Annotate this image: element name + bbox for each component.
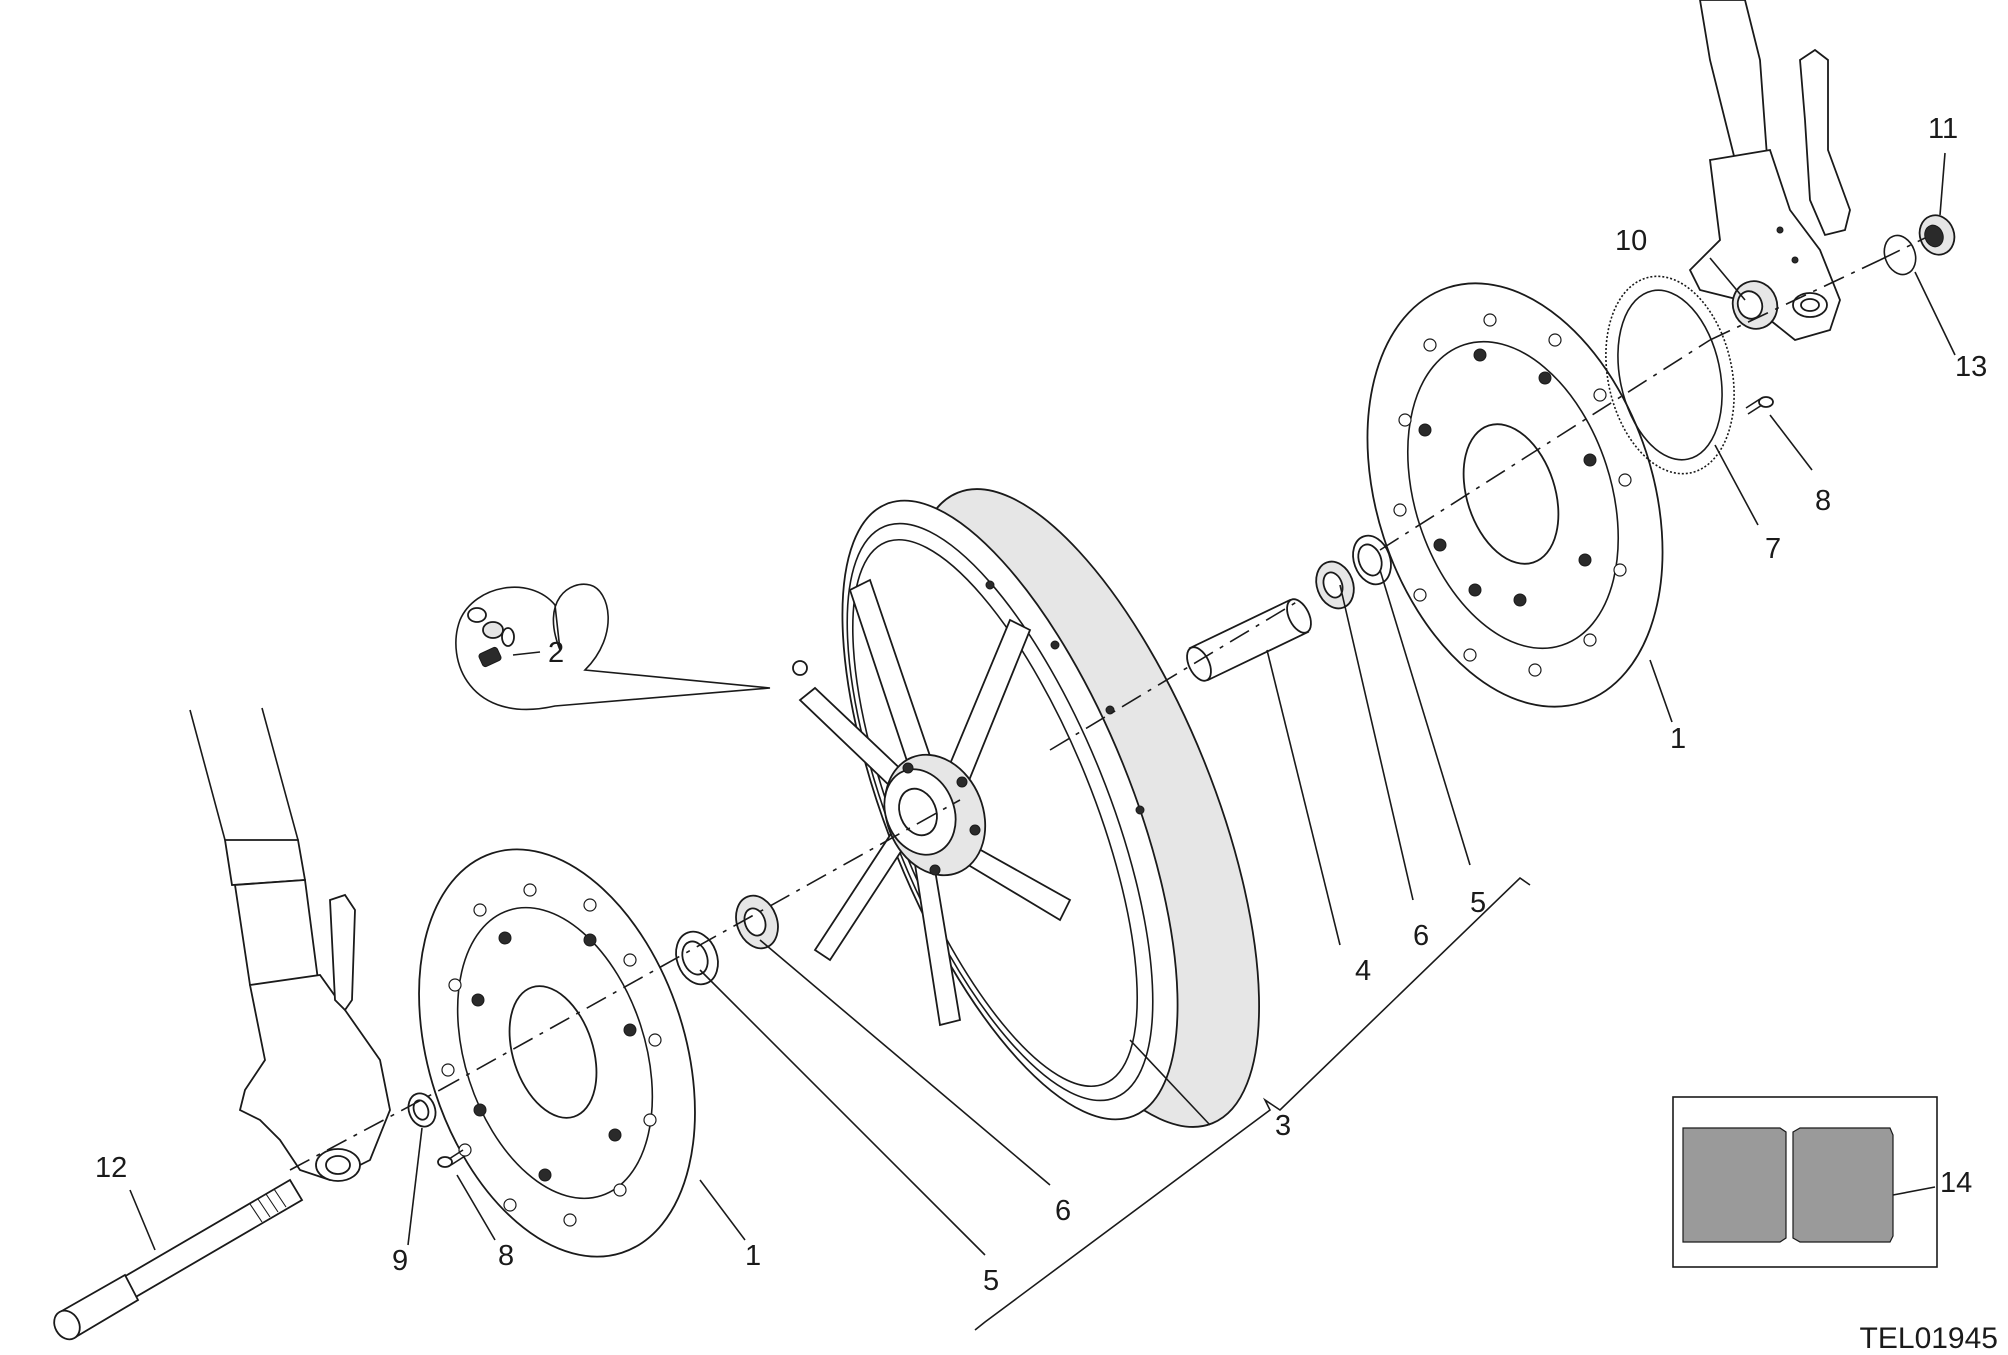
callout-5-left: 5 <box>983 1265 999 1297</box>
assembly-center-lines <box>289 237 1926 1171</box>
wheel-axle <box>53 1178 304 1341</box>
callout-11: 11 <box>1928 113 1958 145</box>
abs-tone-ring <box>1605 275 1735 475</box>
axle-cap-11 <box>1918 214 1956 256</box>
front-wheel-rim <box>792 488 1260 1128</box>
callout-13: 13 <box>1955 351 1987 383</box>
bearing-left <box>735 894 779 950</box>
spacer-ring-left <box>407 1092 437 1128</box>
left-fork-leg <box>189 707 391 1182</box>
brake-disc-left <box>418 848 696 1258</box>
callout-9: 9 <box>392 1245 408 1277</box>
wheel-bearing-flange <box>1731 280 1779 330</box>
valve-detail-bubble <box>455 583 771 711</box>
right-fork-leg <box>1688 0 1851 341</box>
brake-disc-right <box>1366 282 1664 708</box>
callout-7: 7 <box>1765 533 1781 565</box>
decal-sheet-right <box>1792 1127 1894 1243</box>
circlip-13 <box>1883 234 1917 276</box>
callout-10: 10 <box>1615 225 1647 257</box>
callout-3: 3 <box>1275 1110 1291 1142</box>
drawing-reference-code: TEL01945 <box>1860 1322 1998 1355</box>
callout-6-left: 6 <box>1055 1195 1071 1227</box>
callout-1-left: 1 <box>745 1240 761 1272</box>
callout-6-right: 6 <box>1413 920 1429 952</box>
bearing-right <box>1315 560 1355 610</box>
decal-sheet-left <box>1682 1127 1787 1243</box>
callout-5-right: 5 <box>1470 887 1486 919</box>
seal-right <box>1352 534 1392 586</box>
callout-1-right: 1 <box>1670 723 1686 755</box>
seal-left <box>675 930 719 986</box>
decal-kit-panel <box>1672 1096 1938 1268</box>
valve-icon <box>467 607 515 668</box>
bolt-right <box>1745 396 1774 415</box>
callout-4: 4 <box>1355 955 1371 987</box>
callout-8-left: 8 <box>498 1240 514 1272</box>
callout-2: 2 <box>548 637 564 669</box>
callout-labels: 1 1 2 3 4 5 5 6 6 7 8 8 9 10 11 12 13 14 <box>95 113 1987 1297</box>
callout-14: 14 <box>1940 1167 1972 1199</box>
callout-8-right: 8 <box>1815 485 1831 517</box>
callout-12: 12 <box>95 1152 127 1184</box>
spacer-tube <box>1186 598 1312 682</box>
leader-lines <box>129 152 1956 1331</box>
wheel-hub <box>883 753 987 877</box>
